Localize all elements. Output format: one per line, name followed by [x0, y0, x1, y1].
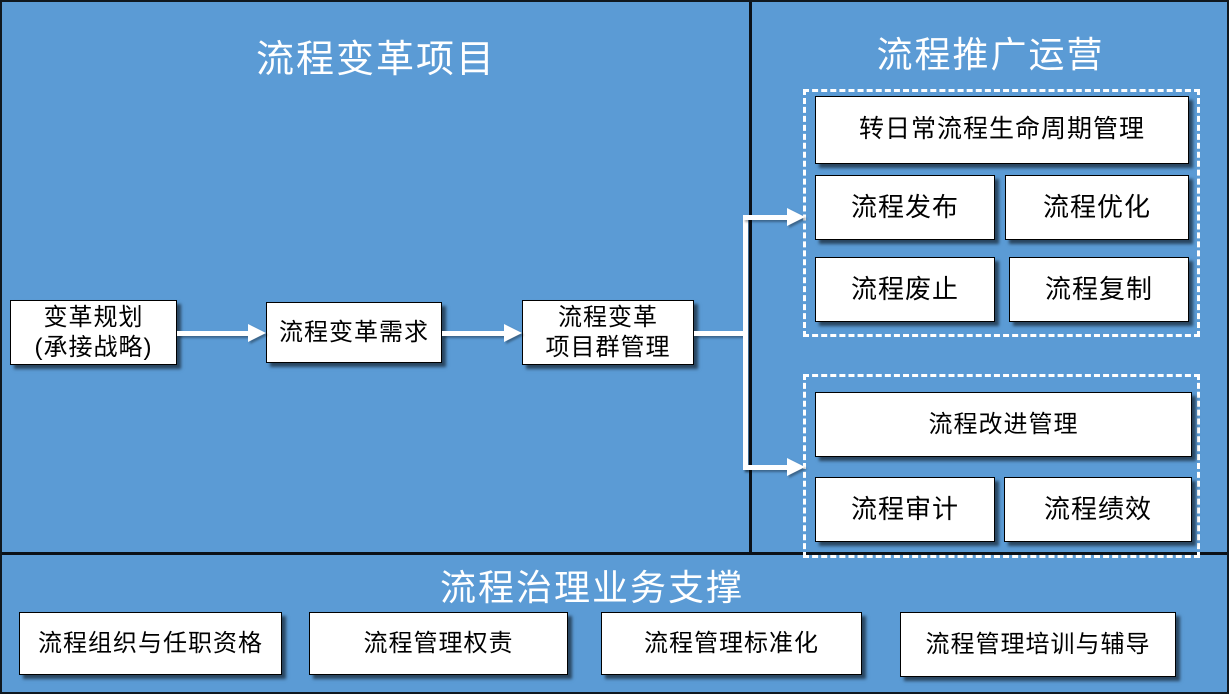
box-training-coaching: 流程管理培训与辅导 — [900, 612, 1176, 677]
box-process-copy: 流程复制 — [1009, 257, 1189, 322]
box-process-optimize: 流程优化 — [1005, 175, 1189, 240]
box-org-qualification: 流程组织与任职资格 — [19, 612, 282, 675]
vertical-section-divider — [749, 2, 752, 553]
box-program-management: 流程变革 项目群管理 — [522, 300, 694, 365]
section-title-promotion-ops: 流程推广运营 — [876, 34, 1105, 75]
horizontal-section-divider — [2, 552, 1227, 555]
box-change-planning: 变革规划 (承接战略) — [10, 300, 177, 365]
section-title-process-change: 流程变革项目 — [255, 39, 496, 81]
box-process-publish: 流程发布 — [815, 175, 995, 240]
box-lifecycle-management: 转日常流程生命周期管理 — [815, 96, 1189, 164]
box-process-performance: 流程绩效 — [1004, 477, 1192, 542]
section-title-governance-support: 流程治理业务支撑 — [439, 567, 744, 608]
box-standardization: 流程管理标准化 — [601, 612, 862, 675]
box-improvement-management: 流程改进管理 — [815, 392, 1192, 457]
box-management-rights: 流程管理权责 — [309, 612, 568, 675]
box-process-abolish: 流程废止 — [815, 257, 995, 322]
box-process-audit: 流程审计 — [815, 477, 995, 542]
box-change-demand: 流程变革需求 — [266, 302, 442, 363]
